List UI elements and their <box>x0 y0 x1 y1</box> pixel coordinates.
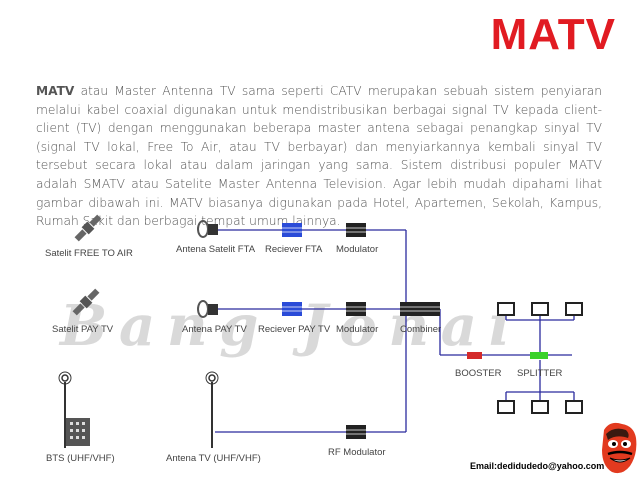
label-antena-pay: Antena PAY TV <box>182 324 247 335</box>
satellite-fta-icon <box>74 214 102 242</box>
signal-lines <box>215 229 575 433</box>
paragraph-lead: MATV <box>36 84 75 98</box>
label-antena-satelit-fta: Antena Satelit FTA <box>176 244 256 255</box>
bts-tower-icon <box>58 371 90 448</box>
dish-antenna-pay-icon <box>197 300 218 318</box>
satellite-pay-icon <box>72 288 100 316</box>
booster-icon <box>467 352 482 359</box>
splitter-icon <box>530 352 548 359</box>
rf-modulator-icon <box>346 425 366 439</box>
modulator-1-icon <box>346 223 366 237</box>
label-antena-tv: Antena TV (UHF/VHF) <box>166 453 261 464</box>
combiner-icon <box>400 302 440 316</box>
label-combiner: Combiner <box>400 324 441 335</box>
receiver-fta-icon <box>282 223 302 237</box>
page-title: MATV <box>490 10 616 59</box>
tv-antenna-icon <box>205 371 219 448</box>
label-splitter: SPLITTER <box>517 368 563 379</box>
tv-icon <box>497 302 583 316</box>
label-booster: BOOSTER <box>455 368 502 379</box>
description-paragraph: MATV atau Master Antenna TV sama seperti… <box>36 82 602 231</box>
label-satelit-pay: Satelit PAY TV <box>52 324 114 335</box>
receiver-pay-icon <box>282 302 302 316</box>
label-satelit-fta: Satelit FREE TO AIR <box>45 248 133 259</box>
label-rf-modulator: RF Modulator <box>328 447 386 458</box>
label-reciever-pay: Reciever PAY TV <box>258 324 331 335</box>
label-bts: BTS (UHF/VHF) <box>46 453 115 464</box>
tv-icon <box>497 400 583 414</box>
label-modulator-2: Modulator <box>336 324 378 335</box>
modulator-2-icon <box>346 302 366 316</box>
paragraph-body: atau Master Antenna TV sama seperti CATV… <box>36 84 602 229</box>
email-address: Email:dedidudedo@yahoo.com <box>470 461 605 471</box>
cartoon-face-icon <box>602 422 637 474</box>
label-reciever-fta: Reciever FTA <box>265 244 323 255</box>
dish-antenna-fta-icon <box>197 220 218 238</box>
label-modulator-1: Modulator <box>336 244 378 255</box>
